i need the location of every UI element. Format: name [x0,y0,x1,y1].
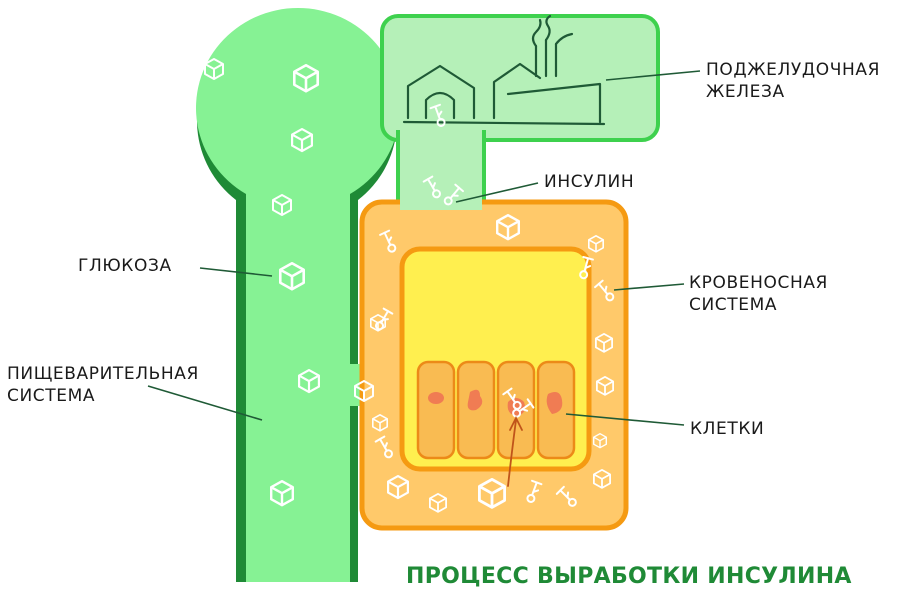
leader-digestive [147,385,263,421]
label-pancreas: ПОДЖЕЛУДОЧНАЯ ЖЕЛЕЗА [706,59,880,103]
label-blood-system: КРОВЕНОСНАЯ СИСТЕМА [689,272,828,316]
blood-duct-join [400,196,482,210]
pancreas-box [380,14,660,142]
leader-blood [613,283,685,291]
label-cells-text: КЛЕТКИ [690,419,765,439]
digestive-system-body [196,7,401,582]
label-digestive-line1: ПИЩЕВАРИТЕЛЬНАЯ [7,364,199,384]
label-digestive-line2: СИСТЕМА [7,386,96,406]
label-digestive-system: ПИЩЕВАРИТЕЛЬНАЯ СИСТЕМА [7,363,199,407]
leader-insulin [455,182,539,203]
diagram-title: ПРОЦЕСС ВЫРАБОТКИ ИНСУЛИНА [406,564,852,589]
glucose-entry-arrow [507,415,523,487]
cell-nucleus-4 [546,392,563,414]
leader-glucose [199,267,273,277]
cell-nucleus-2 [467,389,483,411]
label-pancreas-line2: ЖЕЛЕЗА [706,82,785,102]
label-insulin: ИНСУЛИН [544,171,634,193]
cell-1 [416,360,456,460]
cells-group [416,360,576,487]
leader-cells [565,413,685,426]
label-insulin-text: ИНСУЛИН [544,172,635,192]
pancreas-join [400,130,482,144]
label-cells: КЛЕТКИ [690,418,764,440]
label-blood-line2: СИСТЕМА [689,295,778,315]
factory-icon [402,14,606,126]
label-pancreas-line1: ПОДЖЕЛУДОЧНАЯ [706,60,880,80]
cell-nucleus-1 [428,392,444,404]
leader-lines [147,70,701,426]
label-blood-line1: КРОВЕНОСНАЯ [689,273,828,293]
label-glucose: ГЛЮКОЗА [78,255,172,277]
leader-pancreas [605,70,701,81]
label-glucose-text: ГЛЮКОЗА [78,256,172,276]
